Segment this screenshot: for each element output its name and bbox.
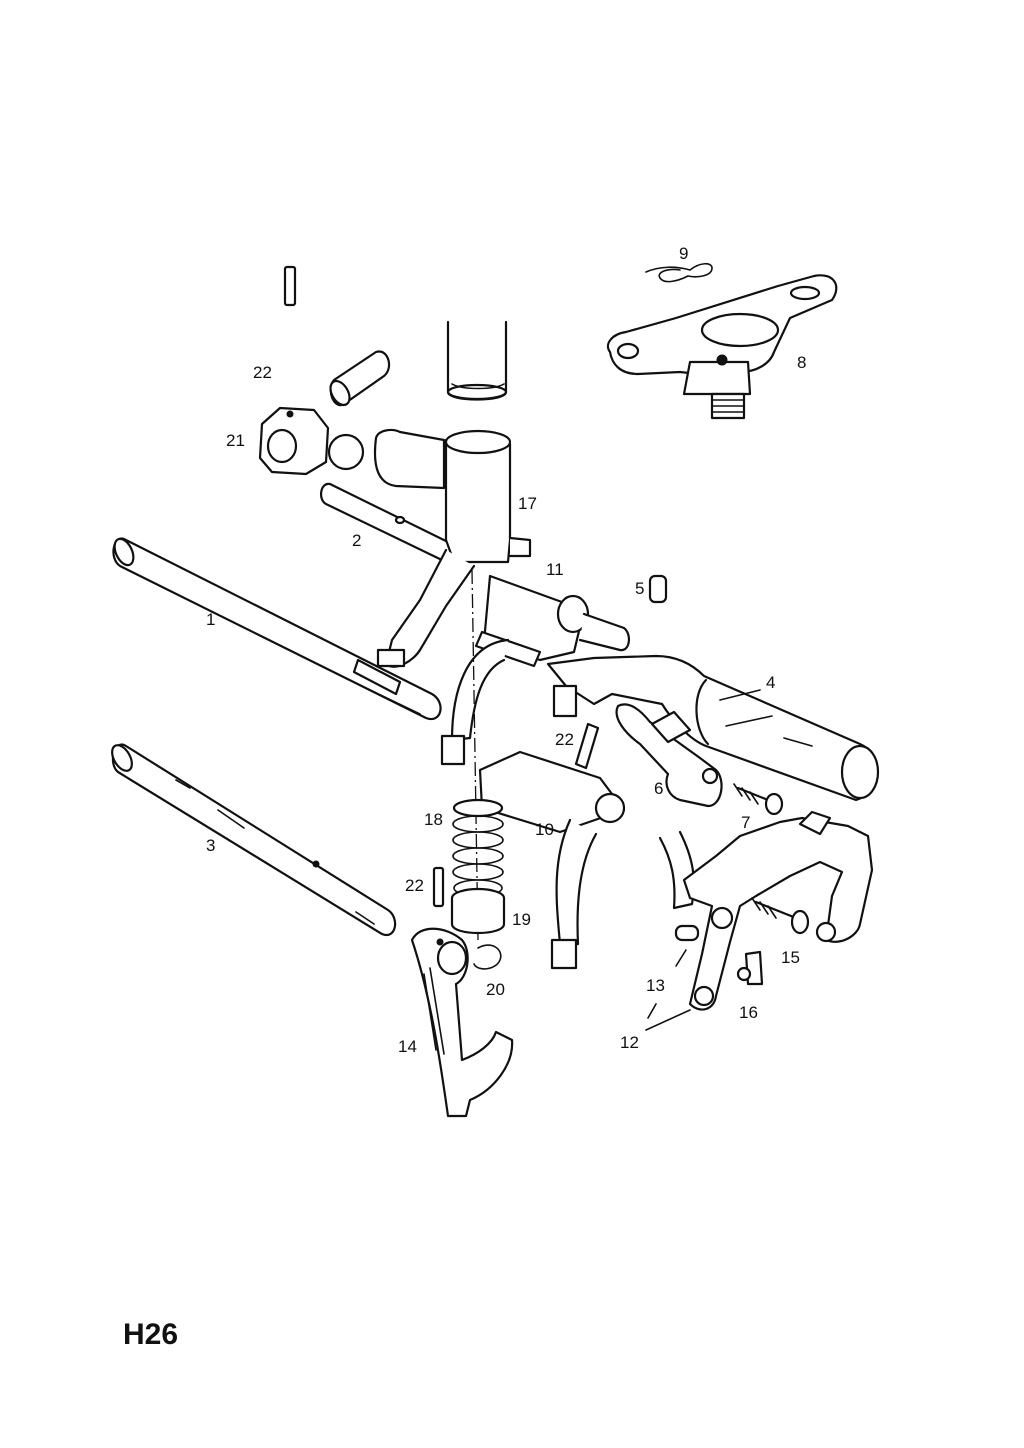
part-22-pin-low [432, 866, 445, 908]
center-axis-line [471, 569, 479, 941]
loose-pin-upper [329, 350, 391, 407]
part-14-fork [410, 927, 514, 1118]
part-21-selector-block [258, 406, 365, 476]
label-5: 5 [635, 579, 644, 598]
label-3: 3 [206, 836, 215, 855]
part-15-bolt [751, 897, 810, 935]
part-6-detent-arm [615, 703, 723, 808]
part-3-shaft [111, 743, 397, 937]
part-12-bell-crank [682, 810, 874, 1011]
part-2-shaft [320, 482, 458, 564]
part-16-pin [736, 950, 764, 986]
label-18: 18 [424, 810, 443, 829]
part-10-shift-fork [478, 750, 695, 970]
part-11-shift-fork [440, 574, 630, 766]
label-8: 8 [797, 353, 806, 372]
part-1-long-shaft [112, 537, 442, 721]
label-1: 1 [206, 610, 215, 629]
label-9: 9 [679, 244, 688, 263]
label-21: 21 [226, 431, 245, 450]
label-16: 16 [739, 1003, 758, 1022]
part-5-insert [648, 574, 668, 604]
label-13: 13 [646, 976, 665, 995]
part-18-spring [452, 798, 504, 897]
label-22-low: 22 [405, 876, 424, 895]
label-22-mid: 22 [555, 730, 574, 749]
part-4-fork-sleeve [546, 654, 880, 802]
part-19-spring-cup [450, 887, 506, 934]
label-14: 14 [398, 1037, 417, 1056]
label-7: 7 [741, 813, 750, 832]
label-20: 20 [486, 980, 505, 999]
label-15: 15 [781, 948, 800, 967]
leader-lines [645, 1003, 691, 1031]
label-10: 10 [535, 820, 554, 839]
label-17: 17 [518, 494, 537, 513]
part-8-bracket-plate [606, 274, 838, 420]
label-12: 12 [620, 1033, 639, 1052]
page-code: H26 [123, 1318, 179, 1351]
part-7-bolt [733, 783, 784, 816]
part-17-upper-tube [446, 320, 508, 401]
label-19: 19 [512, 910, 531, 929]
label-6: 6 [654, 779, 663, 798]
part-22-pin-top [283, 265, 297, 307]
part-22-pin-mid [574, 722, 600, 770]
label-4: 4 [766, 673, 775, 692]
part-17-selector-housing [373, 428, 532, 668]
label-2: 2 [352, 531, 361, 550]
label-22-top: 22 [253, 363, 272, 382]
part-20-circlip [473, 944, 502, 970]
part-9-clip [645, 262, 713, 283]
label-11: 11 [546, 560, 564, 579]
part-13-pin [674, 924, 700, 967]
